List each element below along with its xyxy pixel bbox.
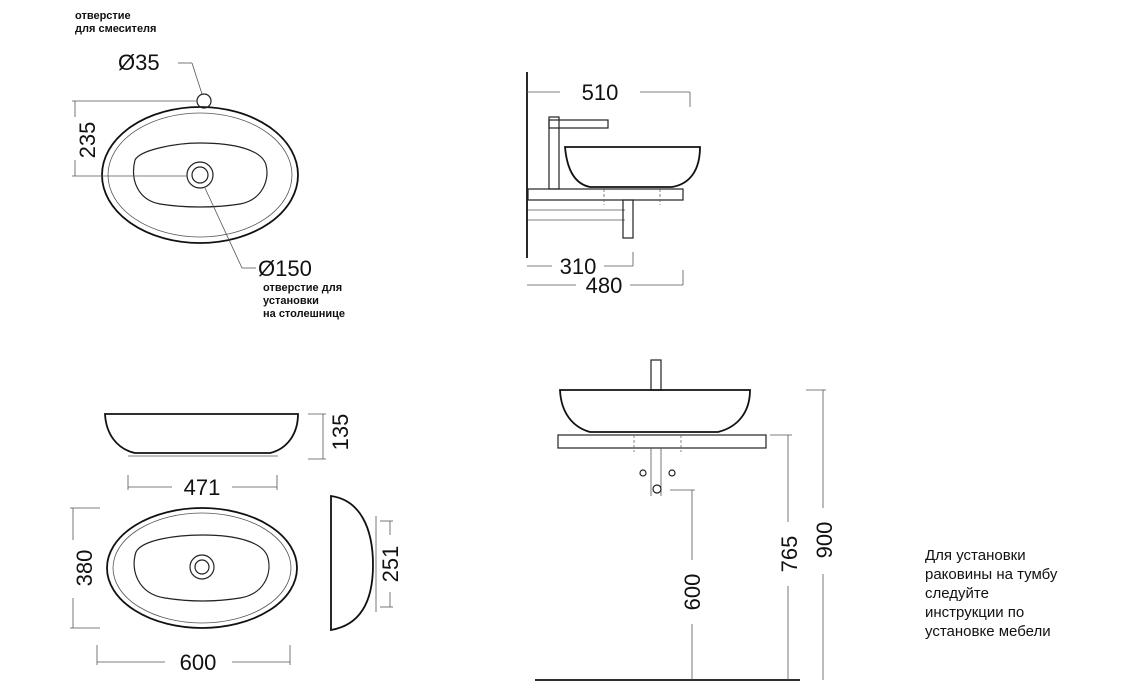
mixer-hole-note-line-1: отверстие <box>75 10 131 22</box>
faucet-elevation <box>650 359 662 391</box>
counter-hole-note-line-3: на столешнице <box>263 308 345 320</box>
basin-plan-outline <box>106 507 298 629</box>
drain-plan-outer-icon <box>189 554 215 580</box>
dim-profile-depth: 251 <box>378 546 403 583</box>
profile-view: 251 <box>330 494 403 632</box>
plan-view: 380 600 <box>70 507 298 675</box>
dim-front-base-width: 471 <box>184 475 221 500</box>
basin-front-profile <box>104 413 299 454</box>
drain-outer-icon <box>186 161 214 189</box>
basin-plan-inner-outline <box>112 512 292 624</box>
installation-note: Для установки раковины на тумбу следуйте… <box>925 546 1125 641</box>
dim-side-depth-mid: 310 <box>560 254 597 279</box>
countertop-side <box>527 188 684 201</box>
installation-note-line-5: установке мебели <box>925 623 1051 640</box>
bowl-inner-outline <box>133 142 268 208</box>
dim-side-depth-top: 510 <box>582 80 619 105</box>
mixer-hole-note-line-2: для смесителя <box>75 23 156 35</box>
front-view: 135 471 <box>104 413 353 500</box>
fixing-bolt-right-icon <box>668 469 676 477</box>
installation-note-line-4: инструкции по <box>925 604 1025 621</box>
top-view: 235 отверстие для смесителя Ø35 Ø150 отв… <box>72 10 345 320</box>
drain-plan-inner-icon <box>194 559 210 575</box>
counter-hole-note-line-1: отверстие для <box>263 282 342 294</box>
dim-plan-depth: 380 <box>72 550 97 587</box>
countertop-elevation <box>557 434 767 449</box>
basin-profile-outline <box>330 494 374 632</box>
bowl-plan-inner-outline <box>133 534 270 602</box>
dim-top-offset: 235 <box>75 122 100 159</box>
dim-side-depth-bottom: 480 <box>586 273 623 298</box>
mixer-hole-icon <box>196 93 212 109</box>
basin-rim-inner-outline <box>107 112 293 238</box>
faucet-spout <box>548 119 609 129</box>
dim-floor-to-rim: 900 <box>812 522 837 559</box>
drain-inner-icon <box>191 166 209 184</box>
basin-side-profile <box>564 146 701 188</box>
dim-floor-to-top-board: 600 <box>680 574 705 611</box>
dim-plan-width: 600 <box>180 650 217 675</box>
installation-elevation: 600 765 900 <box>535 359 837 681</box>
basin-rim-outline <box>101 106 299 244</box>
dim-counter-hole-diameter: Ø150 <box>258 256 312 281</box>
drain-outlet-icon <box>652 484 662 494</box>
dim-mixer-hole-diameter: Ø35 <box>118 50 160 75</box>
installation-note-line-3: следуйте <box>925 585 989 602</box>
dim-floor-to-counter: 765 <box>777 536 802 573</box>
installation-note-line-1: Для установки <box>925 547 1026 564</box>
basin-elevation <box>559 389 751 433</box>
installation-note-line-2: раковины на тумбу <box>925 566 1058 583</box>
dim-front-height: 135 <box>328 414 353 451</box>
counter-hole-note-line-2: установки <box>263 295 319 307</box>
side-view: 510 310 480 <box>526 72 701 298</box>
fixing-bolt-left-icon <box>639 469 647 477</box>
drain-pipe-side <box>622 199 634 239</box>
